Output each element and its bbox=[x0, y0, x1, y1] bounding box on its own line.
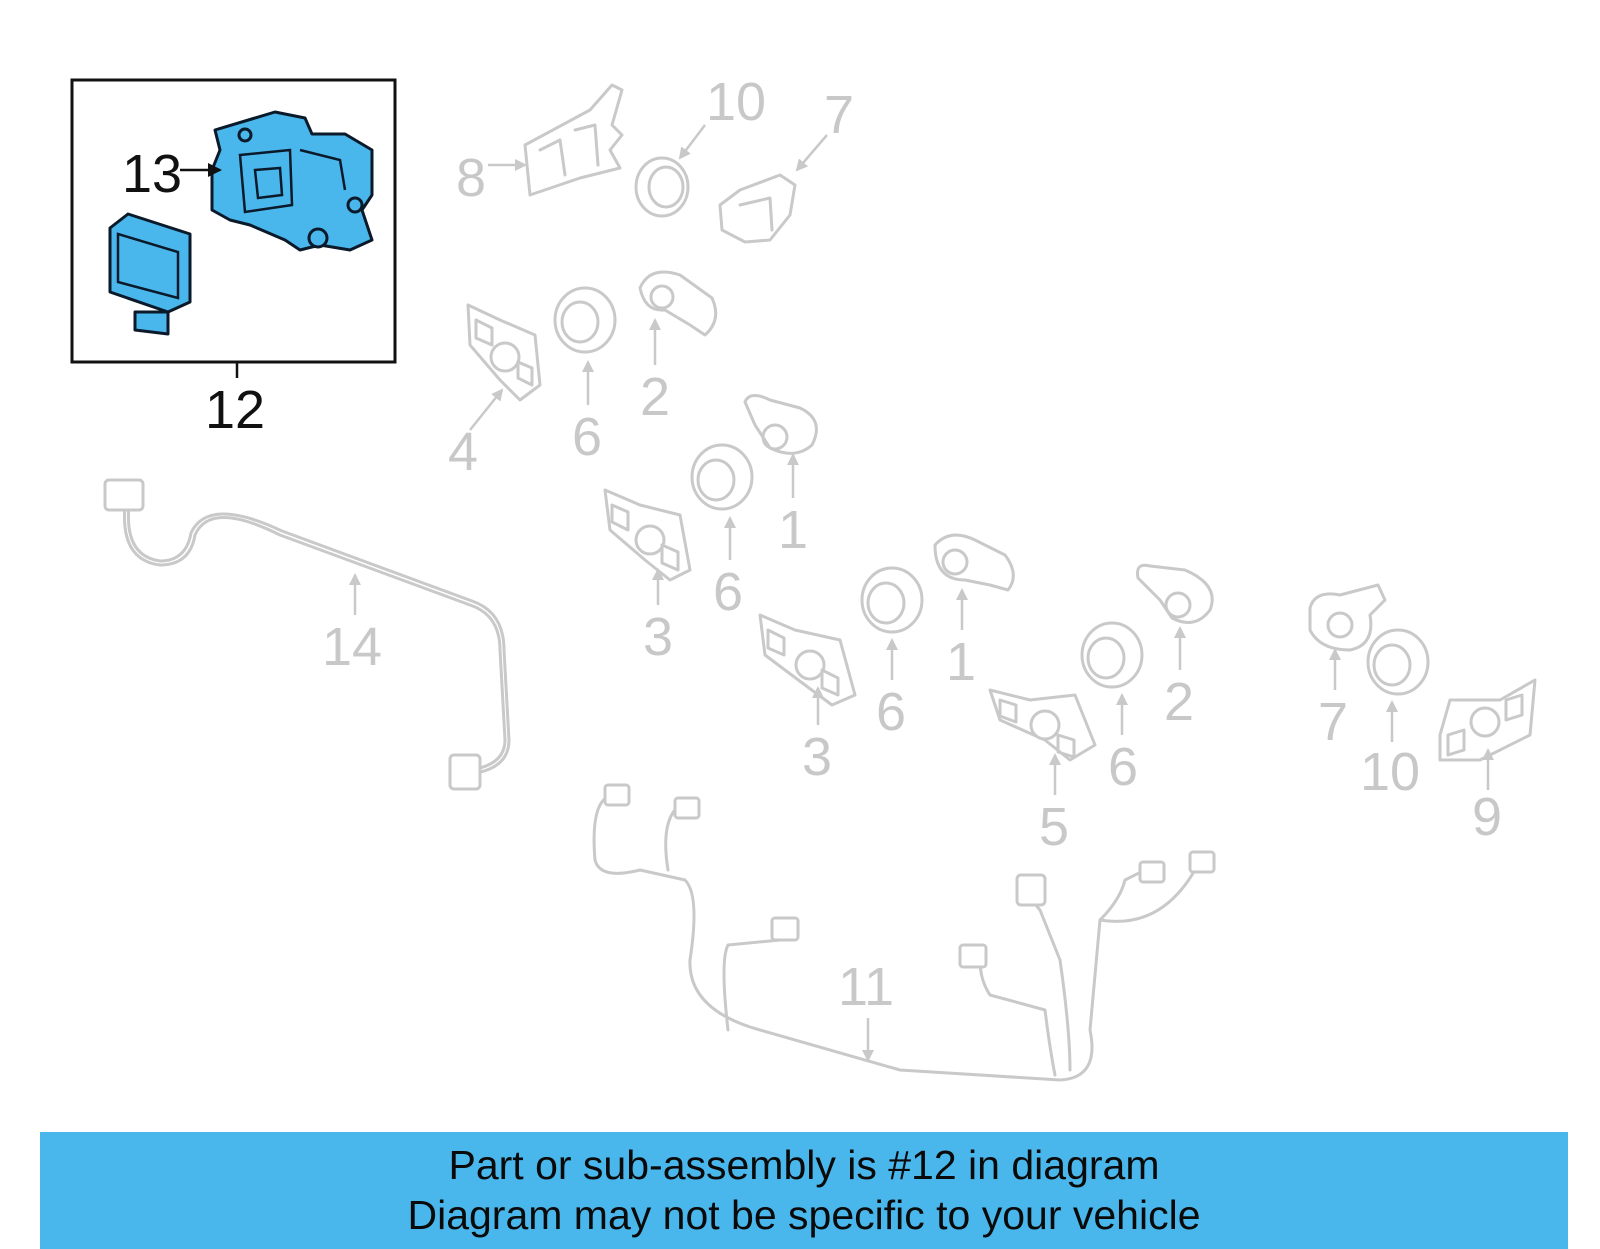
callout-10-b: 10 bbox=[1360, 742, 1420, 802]
part-2-sensor-a[interactable] bbox=[638, 270, 718, 337]
callout-11: 11 bbox=[838, 957, 894, 1017]
part-5-bezel[interactable] bbox=[988, 688, 1097, 762]
callout-13: 13 bbox=[122, 144, 182, 204]
callout-3-a: 3 bbox=[643, 607, 673, 667]
part-8-bracket[interactable] bbox=[523, 83, 624, 197]
callout-7-top: 7 bbox=[824, 85, 854, 145]
banner-line-disclaimer: Diagram may not be specific to your vehi… bbox=[407, 1192, 1201, 1238]
callout-10-top: 10 bbox=[706, 72, 766, 132]
part-7-sensor-b[interactable] bbox=[1308, 583, 1387, 652]
callout-2-a: 2 bbox=[640, 367, 670, 427]
part-6-ring-d[interactable] bbox=[1080, 621, 1144, 689]
part-1-sensor-a[interactable] bbox=[743, 394, 818, 455]
part-11-harness[interactable] bbox=[592, 783, 1216, 1082]
callout-12: 12 bbox=[205, 380, 265, 440]
callout-1-a: 1 bbox=[778, 500, 808, 560]
callout-8: 8 bbox=[456, 148, 486, 208]
part-6-ring-c[interactable] bbox=[860, 566, 924, 634]
subassembly-12-box[interactable] bbox=[70, 78, 397, 378]
callout-7-b: 7 bbox=[1318, 692, 1348, 752]
callout-14: 14 bbox=[322, 617, 382, 677]
callout-9: 9 bbox=[1472, 787, 1502, 847]
callout-3-b: 3 bbox=[802, 727, 832, 787]
part-1-sensor-b[interactable] bbox=[933, 533, 1015, 592]
part-6-ring-a[interactable] bbox=[553, 286, 617, 354]
part-3-bezel-a[interactable] bbox=[603, 488, 692, 582]
part-14-harness[interactable] bbox=[103, 478, 511, 791]
callout-6-c: 6 bbox=[876, 682, 906, 742]
part-4-bezel[interactable] bbox=[466, 303, 542, 402]
info-banner: Part or sub-assembly is #12 in diagram D… bbox=[40, 1132, 1568, 1249]
banner-line-part: Part or sub-assembly is #12 in diagram bbox=[448, 1142, 1160, 1188]
callout-6-a: 6 bbox=[572, 407, 602, 467]
callout-6-d: 6 bbox=[1108, 737, 1138, 797]
callout-6-b: 6 bbox=[713, 562, 743, 622]
callout-4: 4 bbox=[448, 422, 478, 482]
part-3-bezel-b[interactable] bbox=[758, 613, 857, 707]
callout-2-b: 2 bbox=[1164, 672, 1194, 732]
part-2-sensor-b[interactable] bbox=[1136, 563, 1214, 624]
callout-5: 5 bbox=[1039, 797, 1069, 857]
part-10-ring[interactable] bbox=[634, 156, 690, 218]
part-9-bezel[interactable] bbox=[1438, 678, 1537, 762]
part-7-sensor[interactable] bbox=[718, 173, 797, 244]
callout-1-b: 1 bbox=[946, 632, 976, 692]
module-bracket-13[interactable] bbox=[210, 110, 374, 252]
part-10-ring-b[interactable] bbox=[1366, 628, 1430, 696]
part-6-ring-b[interactable] bbox=[690, 443, 754, 511]
control-module[interactable] bbox=[108, 212, 192, 336]
